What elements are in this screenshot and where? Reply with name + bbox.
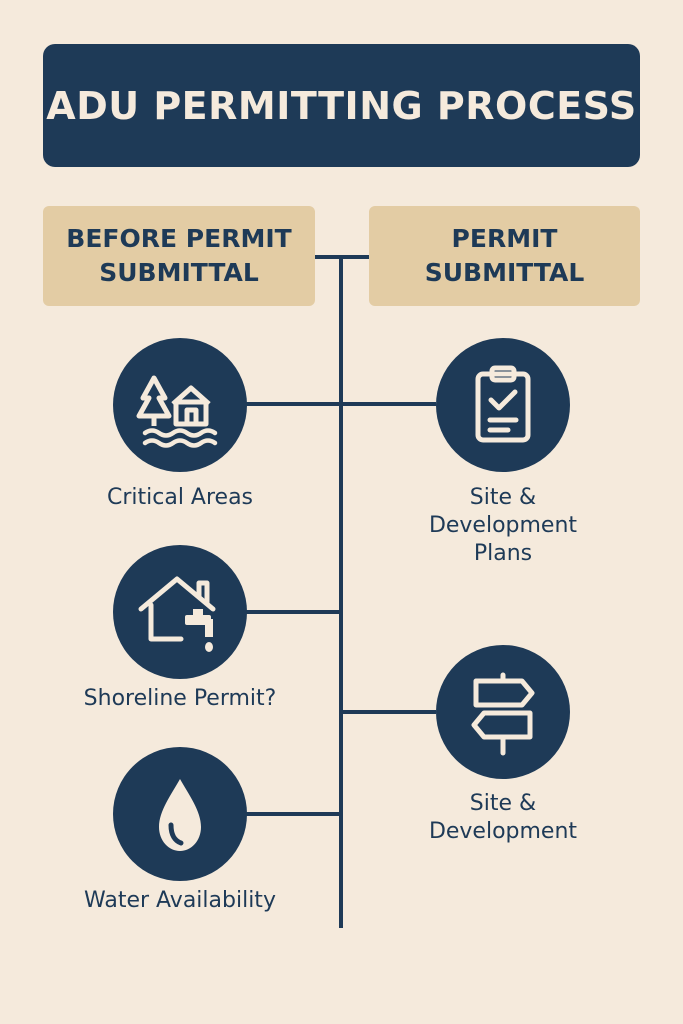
critical-areas-label: Critical Areas: [106, 485, 254, 510]
step-water-availability: Water Availability: [53, 887, 307, 915]
page-title: ADU PERMITTING PROCESS: [46, 83, 637, 128]
water-drop-icon: [159, 779, 201, 851]
water-availability-circle: [113, 747, 247, 881]
header-left-line1: BEFORE PERMIT: [66, 224, 292, 253]
header-before-permit-submittal: BEFORE PERMIT SUBMITTAL: [43, 206, 315, 306]
site-development-circle: [436, 645, 570, 779]
site-development-plans-line3: Plans: [473, 541, 533, 566]
house-faucet-icon: [138, 576, 216, 652]
header-left-line2: SUBMITTAL: [99, 258, 259, 287]
water-availability-label: Water Availability: [84, 888, 276, 913]
step-site-development-plans: Site & Development Plans: [393, 484, 613, 568]
step-site-development: Site & Development: [393, 790, 613, 846]
signpost-icon: [471, 672, 535, 756]
forest-house-water-icon: [136, 375, 218, 448]
site-development-plans-circle: [436, 338, 570, 472]
shoreline-permit-label: Shoreline Permit?: [83, 686, 277, 711]
header-right-line1: PERMIT: [451, 224, 558, 253]
step-shoreline-permit: Shoreline Permit?: [63, 685, 297, 713]
header-permit-submittal: PERMIT SUBMITTAL: [369, 206, 640, 306]
site-development-plans-line1: Site &: [469, 485, 537, 510]
title-banner: ADU PERMITTING PROCESS: [43, 44, 640, 167]
critical-areas-circle: [113, 338, 247, 472]
clipboard-check-icon: [475, 365, 531, 443]
shoreline-permit-circle: [113, 545, 247, 679]
site-development-plans-line2: Development: [428, 513, 578, 538]
site-development-line1: Site &: [469, 791, 537, 816]
site-development-line2: Development: [428, 819, 578, 844]
header-right-line2: SUBMITTAL: [424, 258, 585, 287]
step-critical-areas: Critical Areas: [63, 484, 297, 512]
